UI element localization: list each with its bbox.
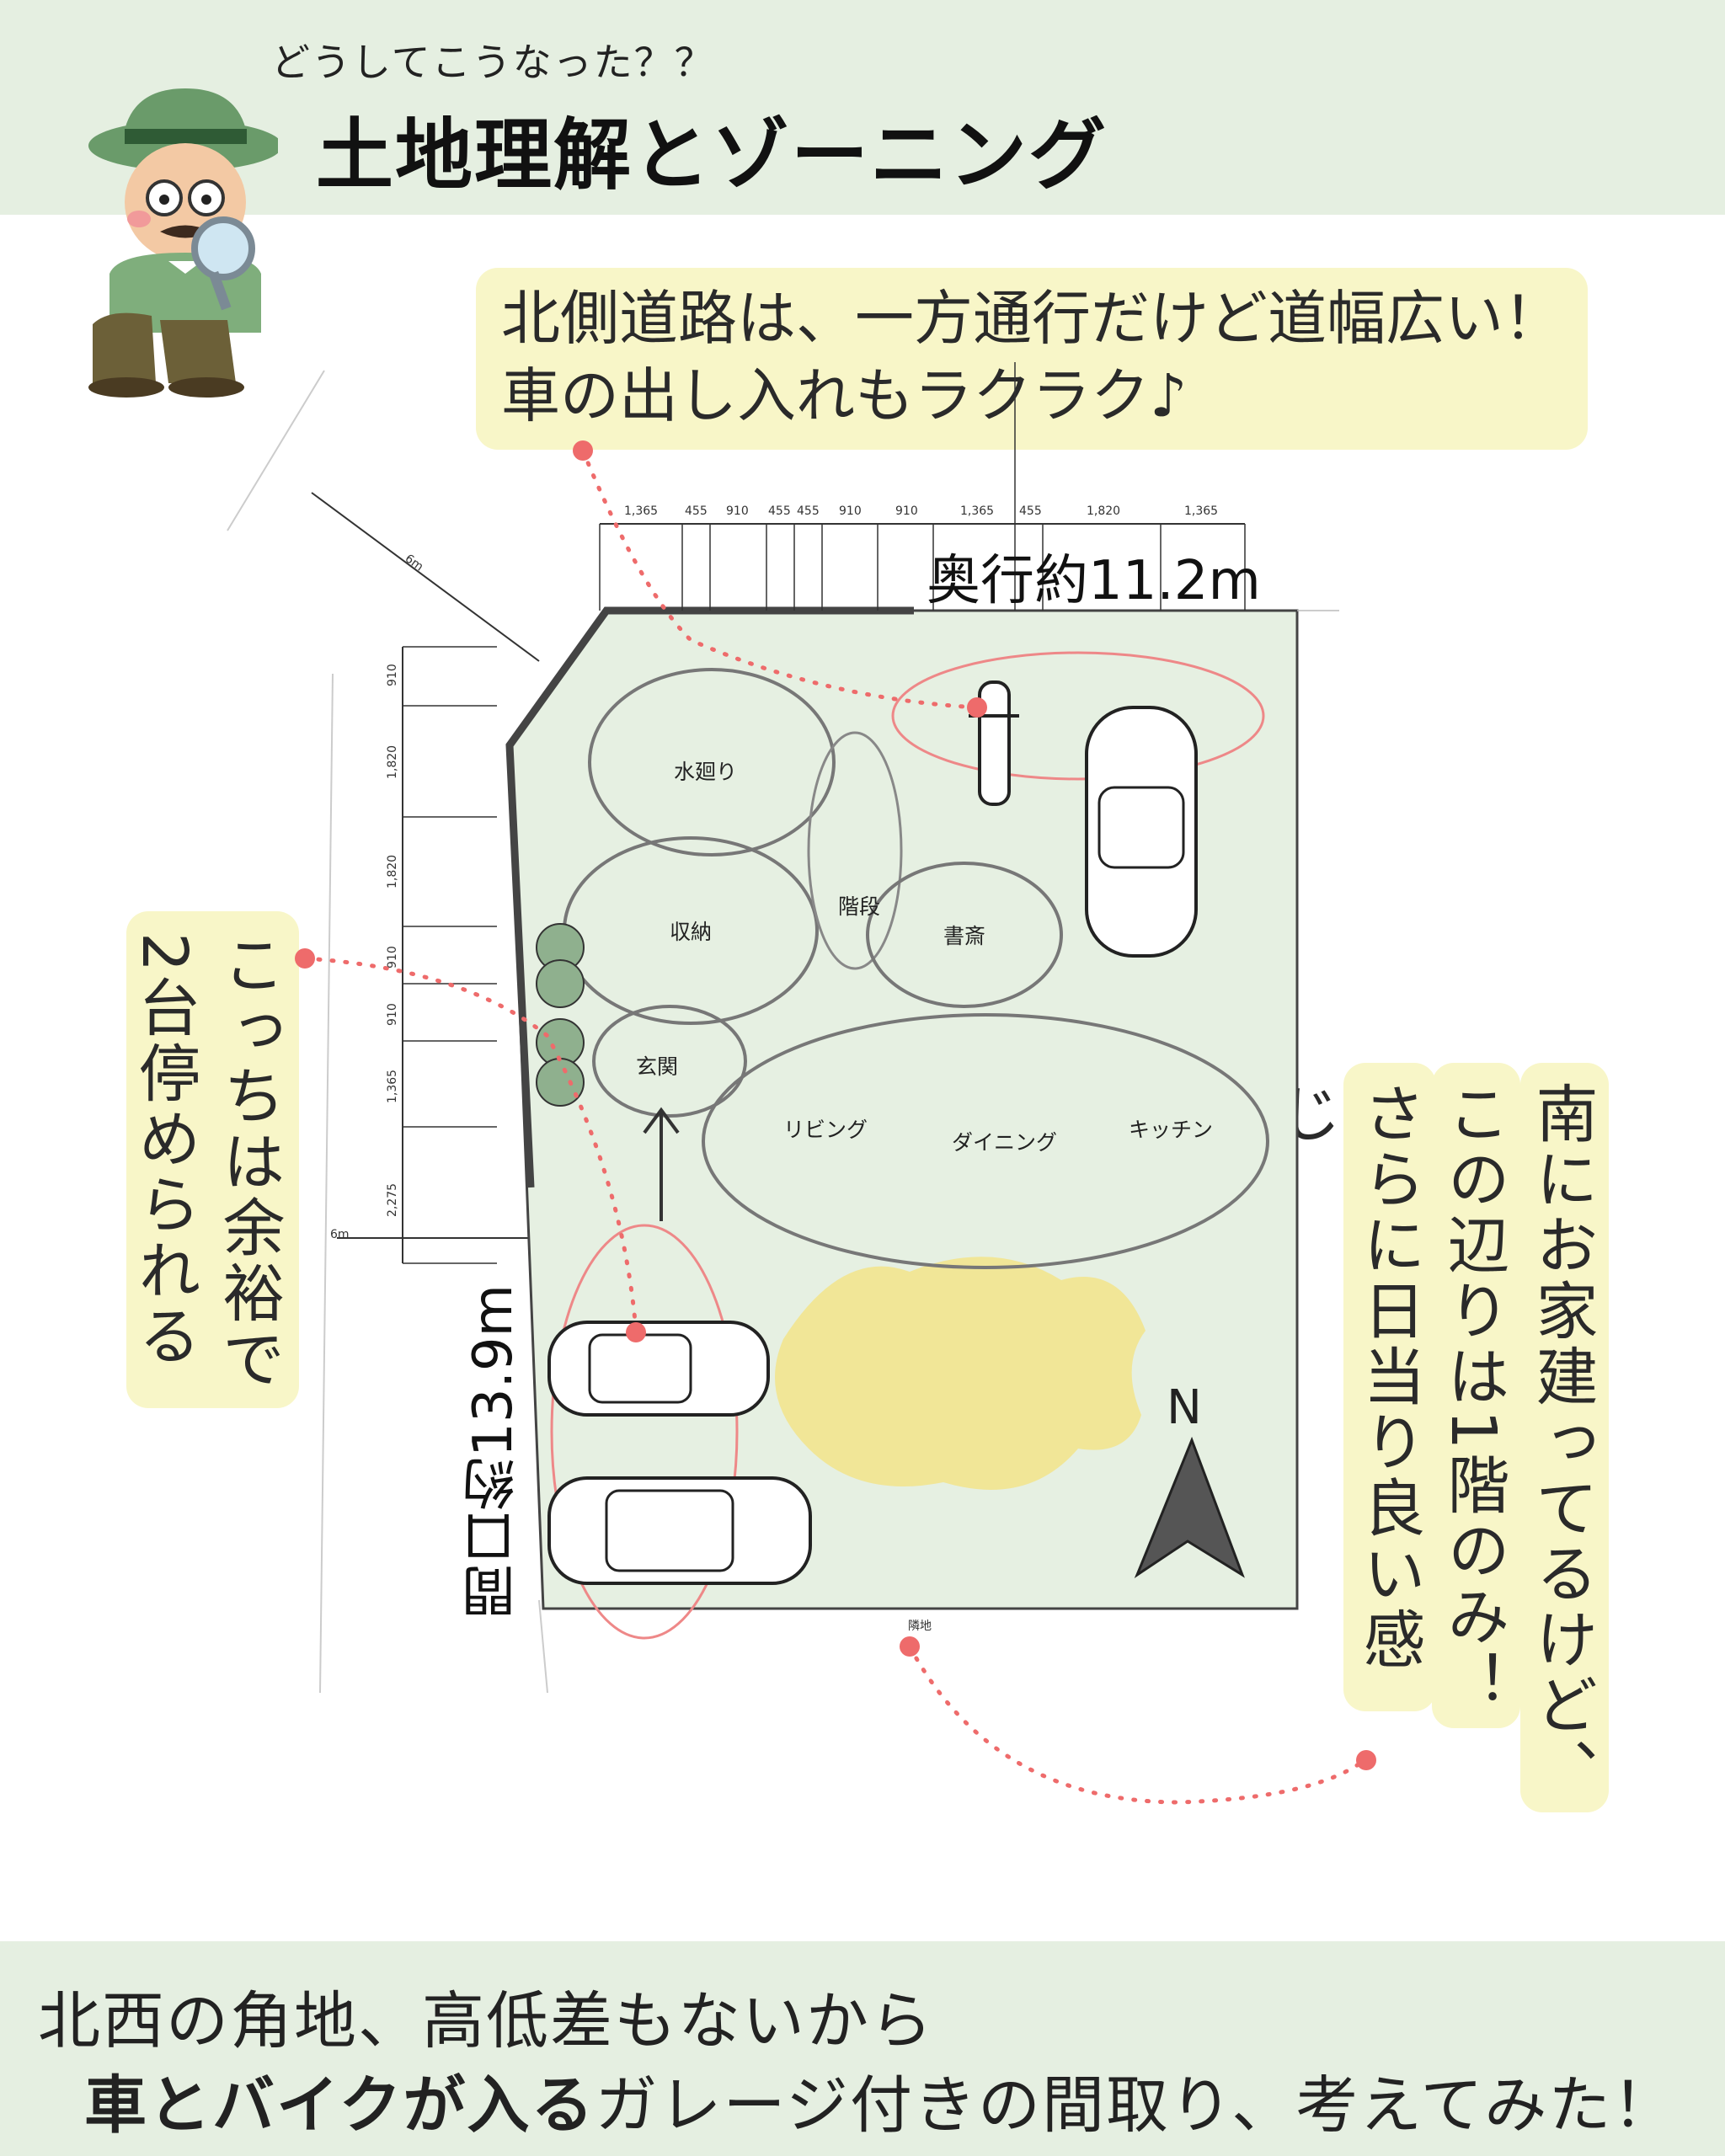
callout-south-col1-box: 南にお家建ってるけど、: [1520, 1063, 1609, 1812]
tree-icon: [536, 959, 585, 1008]
road-edge-line: [227, 370, 325, 531]
footer-line2: 車とバイクが入るガレージ付きの間取り、考えてみた！: [84, 2055, 1676, 2145]
callout-north-road: 北側道路は、一方通行だけど道幅広い！ 車の出し入れもラクラク♪: [476, 268, 1588, 450]
subtitle: どうしてこうなった？？: [271, 40, 715, 85]
footer-line1: 北西の角地、高低差もないから: [38, 1985, 934, 2057]
neighbor-label: 隣地: [908, 1620, 932, 1633]
top-dim-5: 455: [797, 504, 820, 518]
top-dim-3: 910: [726, 504, 749, 518]
zone-garage-bike: [891, 651, 1265, 781]
top-dim-9: 455: [1019, 504, 1042, 518]
leader-dot: [1356, 1750, 1376, 1770]
room-storage: 収納: [670, 920, 712, 944]
left-dim-3: 1,820: [386, 855, 399, 889]
road-south-edge: [538, 1599, 548, 1694]
zone-entrance: [592, 1005, 747, 1118]
top-dim-7: 910: [895, 504, 918, 518]
callout-west-text: こっちは余裕で2台停められる: [128, 932, 285, 1392]
room-dining: ダイニング: [952, 1130, 1057, 1155]
zone-ldk: [702, 1013, 1269, 1269]
page-title: 土地理解とゾーニング: [316, 110, 1108, 200]
car-icon: [1085, 706, 1198, 958]
leader-dot: [900, 1636, 920, 1657]
frontage-label: 間口約13.9m: [462, 1284, 525, 1619]
zone-water: [588, 668, 836, 857]
tree-icon: [536, 1058, 585, 1107]
top-dim-4: 455: [768, 504, 791, 518]
top-dim-8: 1,365: [960, 504, 994, 518]
leader-dot: [967, 697, 987, 718]
zone-parking: [550, 1224, 739, 1640]
leader-dot: [295, 948, 315, 969]
callout-north-line2: 車の出し入れもラクラク♪: [501, 361, 1188, 430]
lot-wall: [505, 606, 914, 1188]
sun-patch: [775, 1257, 1146, 1490]
top-dim-6: 910: [839, 504, 862, 518]
left-dim-1: 910: [386, 664, 399, 686]
callout-south-col2: この辺りは1階のみ！: [1437, 1081, 1509, 1716]
top-dim-11: 1,365: [1184, 504, 1218, 518]
left-dim-2: 1,820: [386, 745, 399, 779]
leader-south: [907, 1644, 1367, 1805]
callout-south-col3-box: さらに日当り良い感じ: [1268, 1063, 1436, 1711]
footer-line2-bold: 車とバイクが入る: [84, 2069, 595, 2142]
left-dim-6: 1,365: [386, 1070, 399, 1103]
leader-west: [302, 956, 638, 1333]
room-study: 書斎: [943, 924, 985, 948]
left-dim-7: 2,275: [386, 1183, 399, 1217]
room-entrance: 玄関: [636, 1054, 678, 1079]
callout-south-col3: さらに日当り良い感じ: [1268, 1081, 1425, 1673]
north-arrow-icon: [1134, 1436, 1245, 1578]
room-stairs: 階段: [838, 894, 880, 919]
footer-line2-rest: ガレージ付きの間取り、考えてみた！: [595, 2069, 1677, 2142]
detective-icon: [88, 88, 278, 398]
header-band: [0, 0, 1725, 215]
road-north-width: 6m: [403, 552, 426, 574]
north-label: N: [1167, 1380, 1202, 1435]
depth-label: 奥行約11.2m: [927, 550, 1261, 612]
car-icon: [547, 1476, 812, 1585]
room-water: 水廻り: [674, 760, 737, 784]
top-dim-2: 455: [685, 504, 708, 518]
motorcycle-icon: [969, 680, 1019, 806]
zone-study: [866, 862, 1063, 1008]
callout-north-line1: 北側道路は、一方通行だけど道幅広い！: [501, 284, 1562, 353]
room-living: リビング: [783, 1118, 868, 1142]
callout-west: こっちは余裕で2台停められる: [126, 911, 299, 1408]
road-north-dim-line: [311, 492, 540, 662]
left-dim-4: 910: [386, 946, 399, 969]
footer-band: [0, 1941, 1725, 2156]
top-dim-1: 1,365: [624, 504, 658, 518]
road-west-width: 6m: [330, 1228, 350, 1241]
leader-dot: [573, 440, 593, 461]
left-dim-5: 910: [386, 1003, 399, 1026]
top-dim-10: 1,820: [1087, 504, 1120, 518]
zone-stairs: [807, 731, 903, 970]
callout-south-col2-box: この辺りは1階のみ！: [1432, 1063, 1520, 1728]
road-west-edge: [319, 673, 334, 1694]
leader-dot: [626, 1322, 646, 1342]
room-kitchen: キッチン: [1129, 1118, 1213, 1142]
leader-north: [580, 448, 980, 710]
car-icon: [547, 1321, 770, 1417]
callout-south-col1: 南にお家建ってるけど、: [1525, 1081, 1598, 1804]
